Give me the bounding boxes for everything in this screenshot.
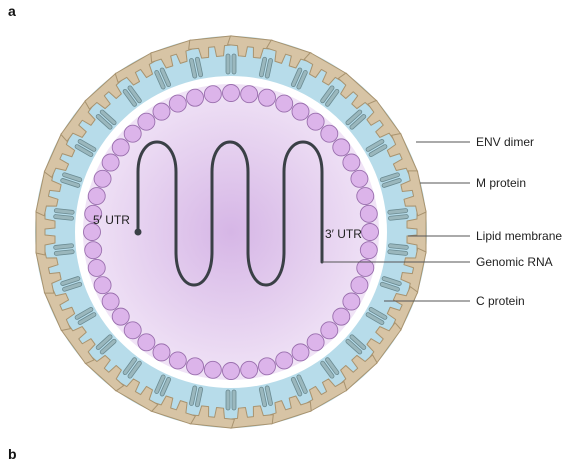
c-protein-bead: [137, 112, 156, 131]
c-protein-bead: [111, 307, 130, 326]
nucleocapsid-core: [83, 84, 379, 380]
c-protein-bead: [350, 169, 369, 188]
c-protein-bead: [101, 153, 120, 172]
m-protein: [290, 67, 308, 90]
c-protein-bead: [359, 241, 378, 260]
c-protein-bead: [203, 85, 222, 104]
m-protein: [365, 139, 388, 157]
c-protein-bead: [203, 360, 222, 379]
c-protein-bead: [93, 169, 112, 188]
c-protein-bead: [291, 343, 310, 362]
m-protein: [60, 276, 83, 292]
genomic-rna-strand: [136, 140, 324, 287]
m-protein: [53, 208, 75, 221]
c-protein-bead: [123, 124, 142, 143]
env-dimer-layer: [35, 35, 427, 429]
c-protein-bead: [168, 351, 187, 370]
panel-a-label: a: [8, 3, 16, 19]
utr-5-label: 5′ UTR: [93, 213, 130, 227]
rna-5-prime-end-dot: [134, 228, 142, 236]
c-protein-bead: [152, 102, 171, 121]
c-protein-bead: [137, 333, 156, 352]
m-protein-label: M protein: [476, 176, 526, 190]
m-protein: [225, 53, 237, 75]
c-protein-bead: [258, 88, 276, 107]
m-protein: [387, 208, 409, 221]
m-protein: [387, 243, 409, 256]
m-protein: [320, 357, 340, 379]
m-protein: [189, 56, 204, 79]
c-protein-bead: [83, 223, 101, 241]
c-protein-bead: [240, 85, 259, 104]
env-dimer: [400, 170, 427, 217]
c-protein-bead: [84, 241, 103, 260]
c-protein-bead: [361, 223, 379, 241]
m-protein: [258, 385, 273, 408]
c-protein-bead: [291, 102, 310, 121]
c-protein-bead: [84, 204, 103, 223]
c-protein-bead: [152, 343, 171, 362]
m-protein: [379, 172, 402, 188]
c-protein-bead: [320, 321, 339, 340]
m-protein: [258, 56, 273, 79]
m-protein: [290, 374, 308, 397]
m-protein: [95, 334, 117, 355]
c-protein-bead: [222, 84, 240, 102]
c-protein-bead: [111, 138, 130, 157]
c-protein-bead: [350, 276, 369, 295]
c-protein-layer: [83, 84, 379, 380]
c-protein-bead: [186, 88, 204, 107]
m-protein: [154, 67, 172, 90]
panel-b-label: b: [8, 446, 17, 462]
c-protein-bead: [356, 259, 375, 277]
m-protein: [345, 109, 367, 130]
leader-lines: [322, 141, 470, 302]
c-protein-bead: [342, 153, 361, 172]
c-protein-bead: [101, 292, 120, 311]
m-protein: [379, 276, 402, 292]
c-protein-bead: [332, 307, 351, 326]
c-protein-bead: [320, 124, 339, 143]
c-protein-bead: [356, 187, 375, 205]
m-protein: [345, 334, 367, 355]
c-protein-bead: [87, 187, 106, 205]
env-dimer-label: ENV dimer: [476, 135, 534, 149]
c-protein-bead: [275, 351, 294, 370]
m-protein: [95, 109, 117, 130]
c-protein-bead: [240, 360, 259, 379]
c-protein-bead: [87, 259, 106, 277]
c-protein-bead: [306, 112, 325, 131]
m-protein: [60, 172, 83, 188]
m-protein: [225, 389, 237, 411]
c-protein-bead: [359, 204, 378, 223]
m-protein: [74, 139, 97, 157]
lipid-membrane-label: Lipid membrane: [476, 229, 562, 243]
c-protein-bead: [332, 138, 351, 157]
m-protein-layer: [53, 53, 409, 411]
c-protein-bead: [186, 357, 204, 376]
m-protein: [320, 85, 340, 107]
c-protein-bead: [275, 94, 294, 113]
m-protein: [122, 357, 142, 379]
m-protein: [365, 307, 388, 325]
utr-3-label: 3′ UTR: [325, 227, 362, 241]
c-protein-bead: [123, 321, 142, 340]
m-protein: [53, 243, 75, 256]
m-protein: [154, 374, 172, 397]
genomic-rna-label: Genomic RNA: [476, 255, 553, 269]
c-protein-bead: [168, 94, 187, 113]
c-protein-bead: [306, 333, 325, 352]
m-protein: [189, 385, 204, 408]
c-protein-bead: [342, 292, 361, 311]
c-protein-bead: [93, 276, 112, 295]
c-protein-bead: [222, 362, 240, 380]
c-protein-label: C protein: [476, 294, 525, 308]
m-protein: [122, 85, 142, 107]
c-protein-bead: [258, 357, 276, 376]
m-protein: [74, 307, 97, 325]
